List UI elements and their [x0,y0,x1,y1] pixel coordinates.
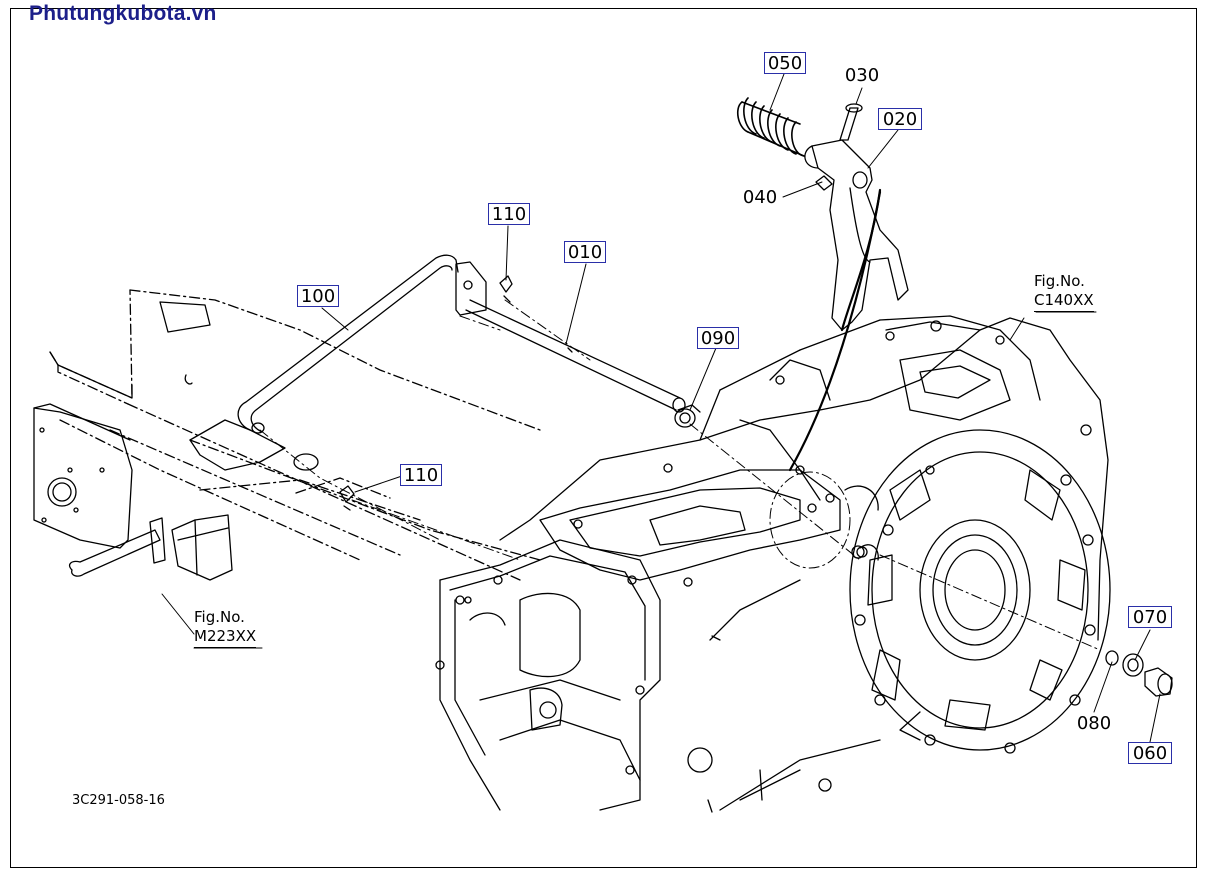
callout-070: 070 [1128,606,1172,628]
lower-rod [68,514,233,581]
spring-050 [736,97,805,157]
figref-m223-number: M223XX [194,627,257,648]
callout-080: 080 [1076,713,1112,734]
rod-010 [455,261,686,413]
callout-020: 020 [878,108,922,130]
watermark: Phutungkubota.vn [29,2,217,25]
mount-plate [33,403,133,549]
callout-050: 050 [764,52,806,74]
figref-c140-number: C140XX [1034,291,1094,312]
rod-100 [237,254,459,434]
callout-030: 030 [844,65,880,86]
callout-040: 040 [742,187,778,208]
figref-c140: Fig.No. C140XX [1034,272,1094,312]
callout-010: 010 [564,241,606,263]
pin-030 [839,103,863,141]
drawing-frame [10,8,1197,868]
callout-110-upper: 110 [488,203,530,225]
figref-c140-label: Fig.No. [1034,272,1085,290]
callout-060: 060 [1128,742,1172,764]
small-parts-right [1105,650,1173,697]
shift-fork-020 [788,139,909,472]
figref-m223-label: Fig.No. [194,608,245,626]
chassis-frame-solid [49,301,319,471]
bush-090 [674,404,701,428]
transmission-case [435,315,1111,813]
figref-m223: Fig.No. M223XX [194,608,257,648]
chassis-frame [49,289,541,581]
pin-110-upper [499,275,513,303]
pin-110-lower [339,485,355,511]
callout-090: 090 [697,327,739,349]
centre-lines [259,299,1101,651]
pin-040 [815,175,833,191]
callout-110-lower: 110 [400,464,442,486]
drawing-number: 3C291-058-16 [72,793,165,808]
leader-lines [161,73,1161,743]
callout-100: 100 [297,285,339,307]
